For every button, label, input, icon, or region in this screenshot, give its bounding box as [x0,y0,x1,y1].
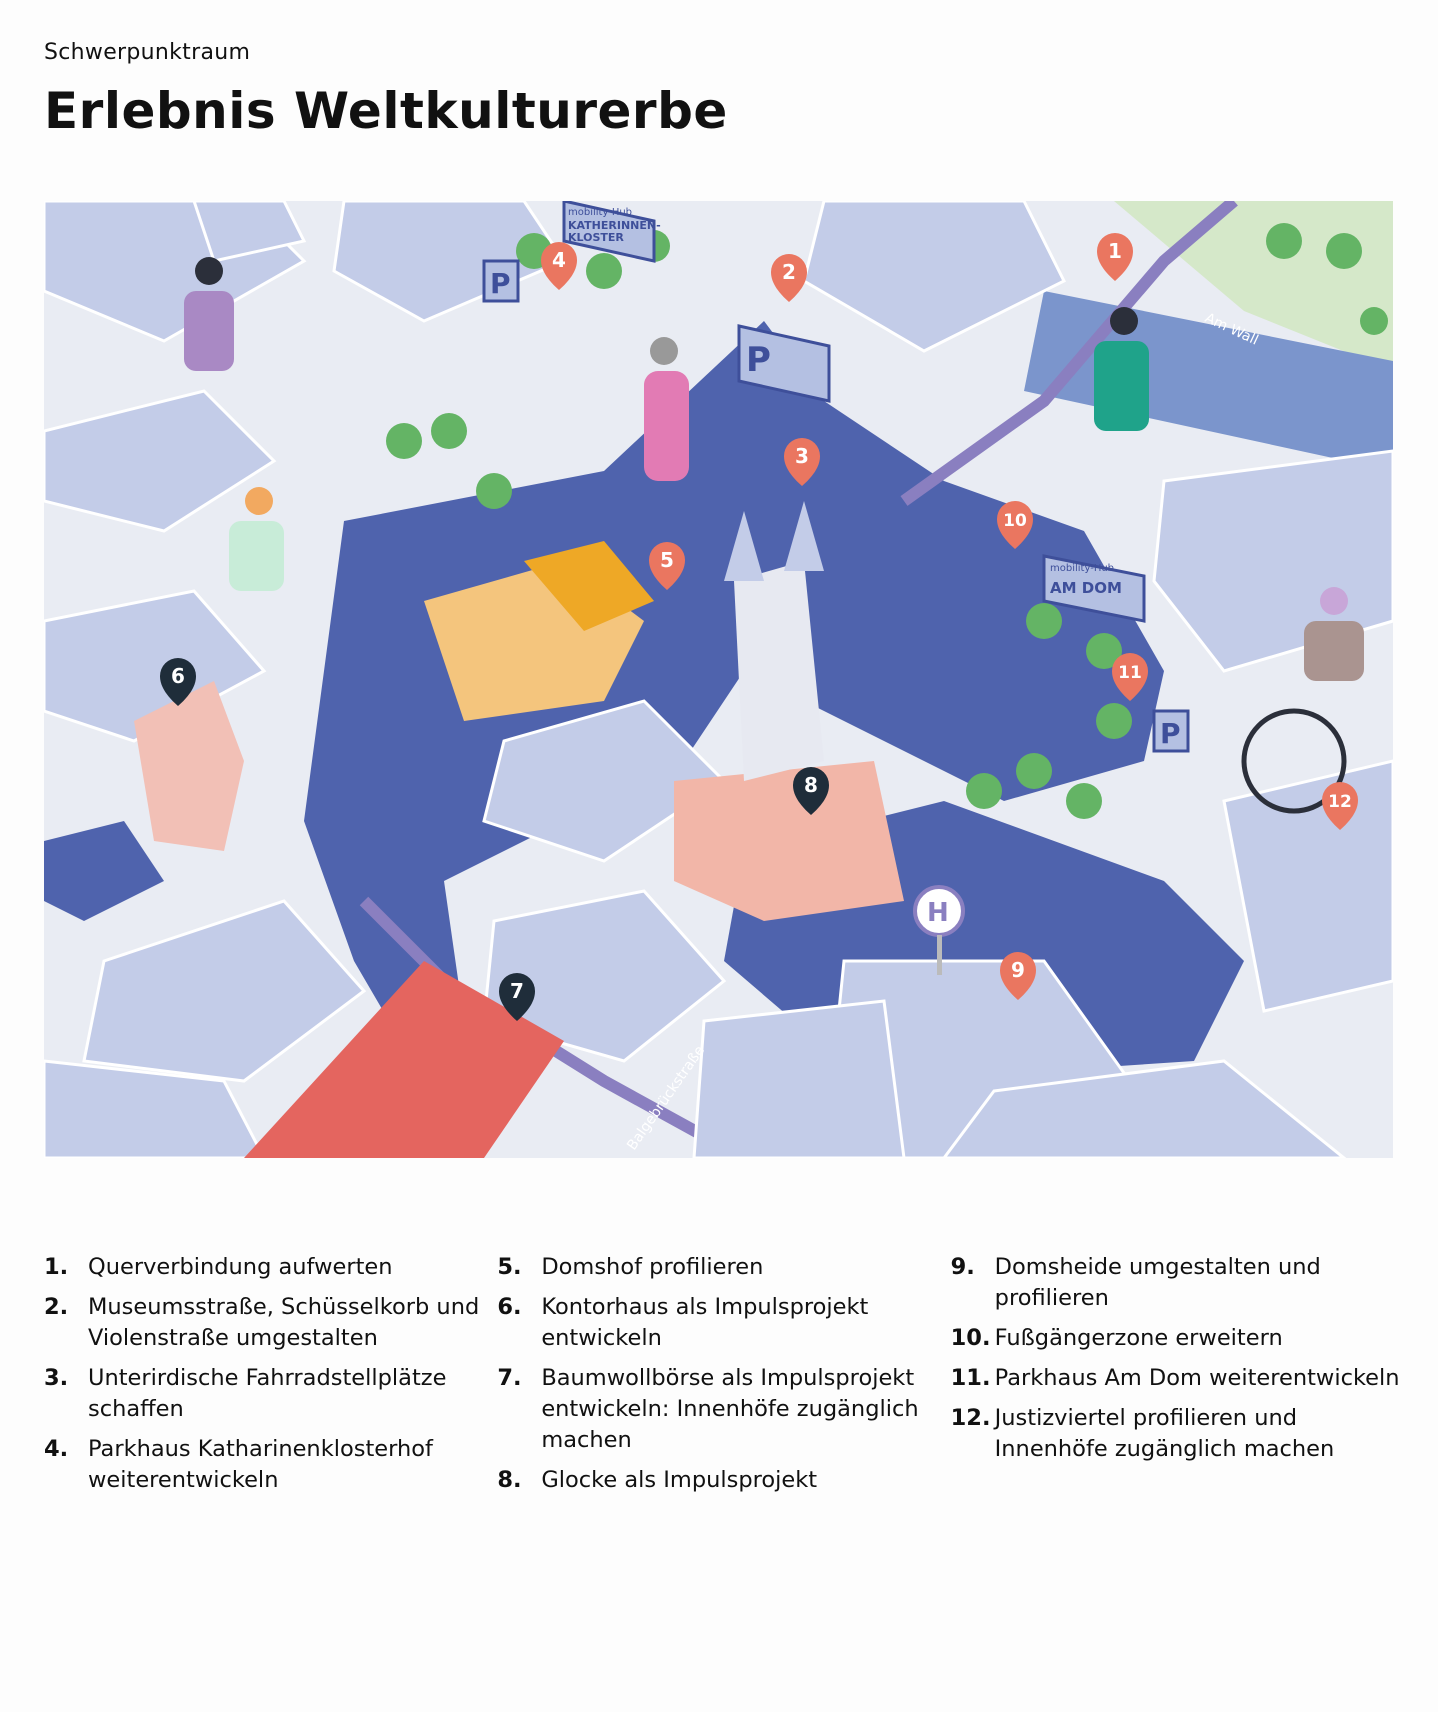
mobility-hub-am-dom-sign: mobility-Hub AM DOM [1042,554,1146,623]
domshof-plaza [304,321,1164,1081]
svg-text:P: P [746,340,771,380]
parking-sign-2: P [482,259,520,303]
kontorhaus-building [134,681,244,851]
svg-text:1: 1 [1108,239,1122,263]
svg-text:P: P [1160,717,1181,750]
pin-5[interactable]: 5 [649,542,685,590]
legend-item: 12.Justizviertel profilieren und Innenhö… [950,1405,1335,1462]
bicycle-parking-sign: P [737,324,831,403]
svg-text:11: 11 [1118,663,1142,683]
pin-9[interactable]: 9 [1000,952,1036,1000]
svg-text:AM DOM: AM DOM [1050,579,1122,597]
people-figures [184,257,1364,814]
legend-item: 3.Unterirdische Fahrradstellplätze schaf… [44,1365,447,1422]
pin-12[interactable]: 12 [1322,782,1358,830]
svg-text:3: 3 [795,444,809,468]
pin-1[interactable]: 1 [1097,233,1133,281]
svg-text:P: P [490,267,511,300]
svg-text:8: 8 [804,773,818,797]
legend-item: 10.Fußgängerzone erweitern [950,1325,1283,1351]
parking-sign: P [1152,709,1190,753]
street-am-wall [1024,291,1393,471]
baumwollboerse-building [244,961,564,1158]
svg-text:4: 4 [552,248,566,272]
pin-7[interactable]: 7 [499,973,535,1021]
glocke-building [674,761,904,921]
svg-text:mobility-Hub: mobility-Hub [1050,563,1114,574]
mobility-hub-katharinenkloster-sign: mobility-Hub KATHERINNEN- KLOSTER [562,201,661,263]
legend-column-2: 5.Domshof profilieren 6.Kontorhaus als I… [497,1252,950,1505]
legend-column-3: 9.Domsheide umgestalten und profilieren … [951,1252,1404,1505]
pin-4[interactable]: 4 [541,242,577,290]
legend: 1.Querverbindung aufwerten 2.Museumsstra… [44,1252,1404,1505]
pin-8[interactable]: 8 [793,767,829,815]
page-title: Erlebnis Weltkulturerbe [44,82,728,140]
svg-text:7: 7 [510,979,524,1003]
svg-text:12: 12 [1328,792,1352,812]
legend-item: 8.Glocke als Impulsprojekt [497,1467,818,1493]
hospital-sign: H [913,885,965,975]
svg-text:2: 2 [782,260,796,284]
legend-item: 9.Domsheide umgestalten und profilieren [950,1254,1321,1311]
illustrated-map: mobility-Hub KATHERINNEN- KLOSTER mobili… [44,201,1393,1158]
legend-item: 4.Parkhaus Katharinenklosterhof weiteren… [44,1436,433,1493]
legend-item: 2.Museumsstraße, Schüsselkorb und Violen… [44,1294,480,1351]
legend-item: 5.Domshof profilieren [497,1254,764,1280]
pin-11[interactable]: 11 [1112,653,1148,701]
legend-item: 6.Kontorhaus als Impulsprojekt entwickel… [497,1294,869,1351]
legend-item: 1.Querverbindung aufwerten [44,1254,393,1280]
svg-text:mobility-Hub: mobility-Hub [568,207,632,218]
dom-building [734,561,824,781]
legend-column-1: 1.Querverbindung aufwerten 2.Museumsstra… [44,1252,497,1505]
map-pins: 1 2 3 4 5 6 7 8 9 10 11 12 [160,233,1358,1021]
pin-3[interactable]: 3 [784,438,820,486]
svg-text:5: 5 [660,548,674,572]
route-line [900,201,1238,506]
svg-text:6: 6 [171,664,185,688]
svg-text:H: H [927,898,949,928]
svg-text:KLOSTER: KLOSTER [568,231,624,244]
svg-text:10: 10 [1003,511,1027,531]
svg-text:9: 9 [1011,958,1025,982]
pin-10[interactable]: 10 [997,501,1033,549]
kicker: Schwerpunktraum [44,40,251,65]
pin-6[interactable]: 6 [160,658,196,706]
legend-item: 7.Baumwollbörse als Impulsprojekt entwic… [497,1365,919,1453]
svg-text:KATHERINNEN-: KATHERINNEN- [568,219,661,232]
legend-item: 11.Parkhaus Am Dom weiterentwickeln [950,1365,1400,1391]
pin-2[interactable]: 2 [771,254,807,302]
